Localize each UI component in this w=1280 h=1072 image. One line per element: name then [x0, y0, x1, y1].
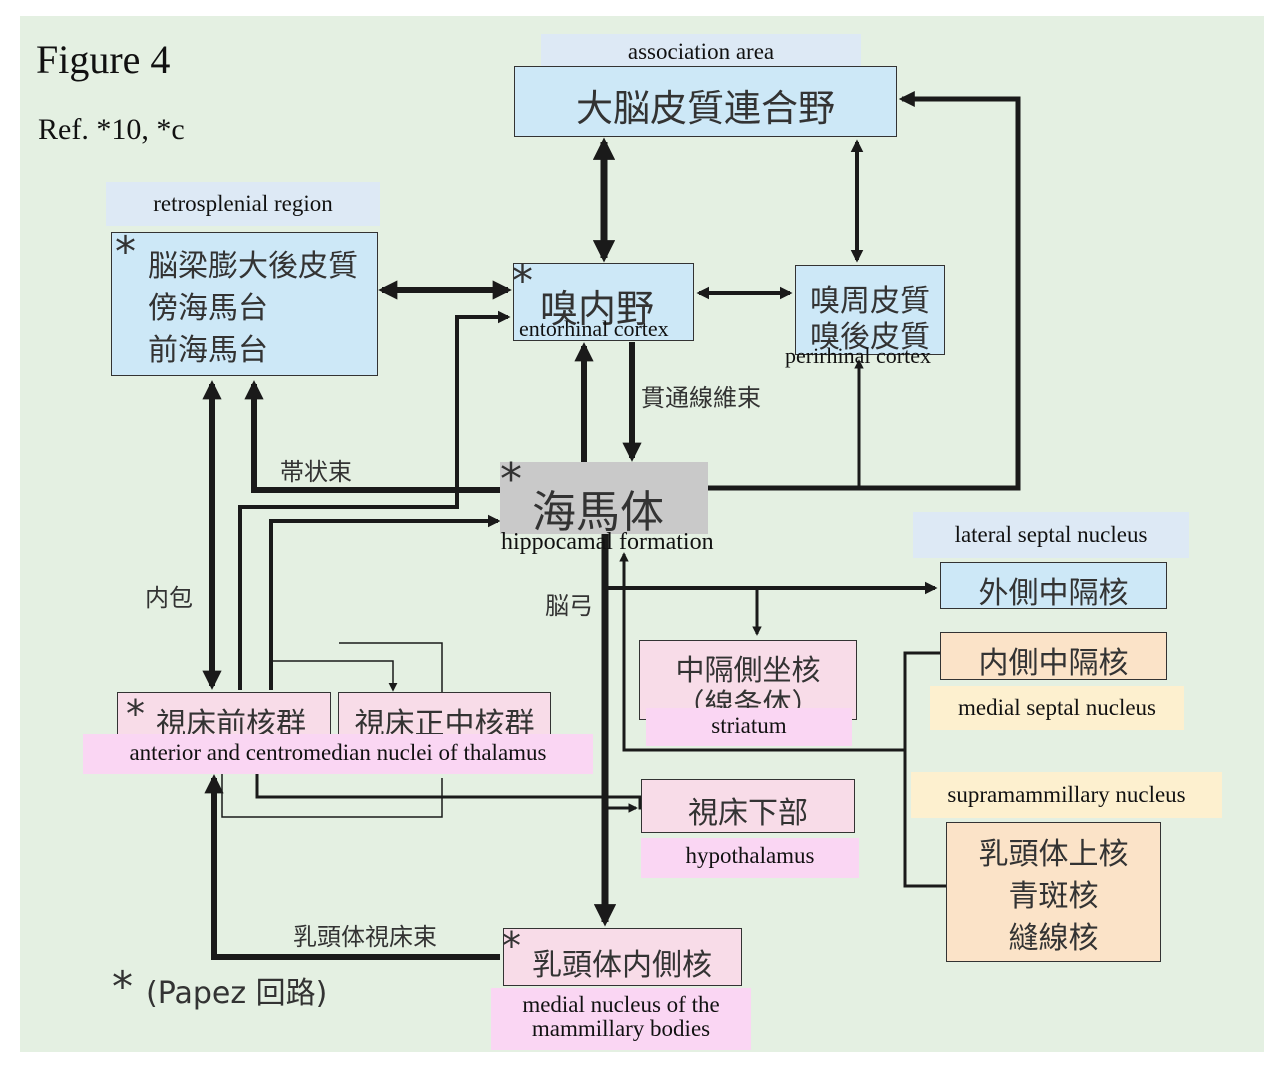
papez-legend-star: * — [112, 962, 133, 1011]
edge-hippocampus-association — [708, 90, 1021, 491]
edge-septal-supramammillary-bus — [903, 651, 946, 888]
anterior-thalamus-box: * 視床前核群 — [117, 692, 331, 742]
retrosplenial-cortex-label: 脳梁膨大後皮質 — [148, 249, 358, 284]
locus-coeruleus-label: 青斑核 — [1008, 879, 1099, 914]
entorhinal-box: * 嗅内野 entorhinal cortex — [512, 256, 694, 341]
perirhinal-label: 嗅周皮質 — [810, 284, 930, 319]
perirhinal-box: 嗅周皮質 嗅後皮質 — [795, 265, 945, 355]
thalamus-tag: anterior and centromedian nuclei of thal… — [83, 734, 593, 774]
cingulum-label: 帯状束 — [280, 458, 352, 486]
accumbens-box: 中隔側坐核 （線条体） — [639, 640, 857, 721]
supramammillary-box: 乳頭体上核 青斑核 縫線核 — [946, 822, 1161, 962]
association-area-box: 大脳皮質連合野 — [514, 66, 897, 137]
fornix-label: 脳弓 — [545, 592, 593, 620]
supramammillary-label: 乳頭体上核 — [978, 837, 1129, 872]
edge-thalamus-bracket — [271, 660, 398, 692]
mammillary-tag: medial nucleus of the mammillary bodies — [491, 988, 751, 1050]
hypothalamus-label: 視床下部 — [688, 796, 808, 831]
perirhinal-english-label: perirhinal cortex — [785, 343, 931, 368]
edge-thalamus-hippocampus — [269, 514, 501, 690]
hippocampal-box: * 海馬体 — [500, 458, 708, 538]
postrhinal-label: 嗅後皮質 — [810, 320, 930, 355]
medial-septal-tag: medial septal nucleus — [930, 686, 1184, 730]
edge-thalamus-entorhinal — [238, 310, 511, 690]
edge-septal-to-hippocampus — [619, 552, 905, 752]
association-area-tag: association area — [541, 34, 861, 72]
presubiculum-label: 前海馬台 — [148, 333, 268, 368]
raphe-nucleus-label: 縫線核 — [1008, 921, 1099, 956]
striatum-tag: striatum — [646, 708, 852, 746]
papez-star-marker: * — [126, 692, 145, 736]
medial-septal-box: 内側中隔核 — [940, 632, 1167, 681]
edge-mammillothalamic — [204, 774, 500, 960]
edge-centromedian-loop-lower — [221, 770, 443, 818]
retrosplenial-tag: retrosplenial region — [106, 182, 380, 226]
papez-star-marker: * — [115, 227, 136, 276]
mammillary-label: 乳頭体内側核 — [532, 948, 712, 983]
edge-cingulum — [244, 380, 500, 493]
edge-thalamus-hypothalamus — [255, 772, 652, 810]
medial-septal-label: 内側中隔核 — [978, 646, 1129, 681]
parasubiculum-label: 傍海馬台 — [148, 291, 268, 326]
entorhinal-label: 嗅内野 — [540, 287, 655, 331]
perforant-path-label: 貫通線維束 — [641, 384, 761, 412]
mammillothalamic-label: 乳頭体視床束 — [293, 923, 437, 951]
hypothalamus-tag: hypothalamus — [641, 838, 859, 878]
accumbens-label: 中隔側坐核 — [675, 653, 821, 687]
retrosplenial-box: * 脳梁膨大後皮質 傍海馬台 前海馬台 — [111, 227, 378, 376]
entorhinal-english-label: entorhinal cortex — [519, 316, 669, 341]
figure-title: Figure 4 — [36, 37, 171, 82]
supramammillary-tag: supramammillary nucleus — [911, 772, 1222, 818]
figure-reference: Ref. *10, *c — [38, 113, 185, 146]
association-area-label: 大脳皮質連合野 — [576, 87, 835, 130]
mammillary-tag-line-1: medial nucleus of the — [522, 992, 720, 1017]
internal-capsule-label: 内包 — [145, 584, 193, 612]
lateral-septal-tag: lateral septal nucleus — [913, 512, 1189, 558]
centromedian-thalamus-box: 視床正中核群 — [338, 692, 551, 742]
papez-legend-label: (Papez 回路) — [146, 976, 328, 1011]
mammillary-box: * 乳頭体内側核 — [502, 924, 742, 986]
papez-star-marker: * — [500, 454, 522, 505]
lateral-septal-box: 外側中隔核 — [940, 562, 1167, 611]
hippocampal-english-label: hippocamal formation — [501, 529, 714, 555]
mammillary-tag-line-2: mammillary bodies — [531, 1016, 711, 1041]
papez-star-marker: * — [502, 924, 521, 968]
hippocampal-label: 海馬体 — [532, 487, 664, 538]
hypothalamus-box: 視床下部 — [641, 779, 855, 833]
edge-centromedian-loop — [339, 642, 443, 692]
lateral-septal-label: 外側中隔核 — [978, 576, 1129, 611]
papez-star-marker: * — [512, 256, 533, 305]
